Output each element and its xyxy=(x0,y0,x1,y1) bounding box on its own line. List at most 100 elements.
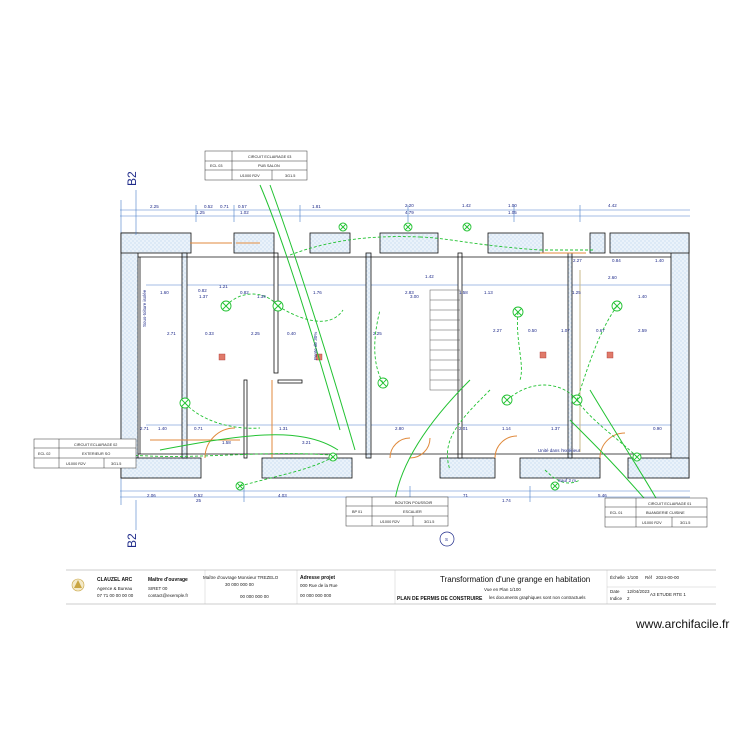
svg-text:2.25: 2.25 xyxy=(373,331,382,336)
svg-text:0.67: 0.67 xyxy=(596,328,605,333)
svg-text:Agence & Bureau: Agence & Bureau xyxy=(97,586,133,591)
doors xyxy=(150,242,626,459)
svg-text:0.50: 0.50 xyxy=(528,328,537,333)
svg-text:2.20: 2.20 xyxy=(405,203,414,208)
svg-text:PLAN DE PERMIS DE CONSTRUIRE: PLAN DE PERMIS DE CONSTRUIRE xyxy=(397,596,483,602)
svg-text:1.05: 1.05 xyxy=(508,210,517,215)
svg-text:1.25: 1.25 xyxy=(572,290,581,295)
svg-text:0.33: 0.33 xyxy=(205,331,214,336)
svg-text:Adresse projet: Adresse projet xyxy=(300,575,335,581)
svg-text:1.42: 1.42 xyxy=(462,203,471,208)
svg-text:BUANDERIE CUISINE: BUANDERIE CUISINE xyxy=(646,511,685,515)
svg-text:0.71: 0.71 xyxy=(194,426,203,431)
svg-text:1.76: 1.76 xyxy=(313,290,322,295)
svg-text:07 71 00 00 00 00: 07 71 00 00 00 00 xyxy=(97,593,134,598)
svg-text:U1000 R2V: U1000 R2V xyxy=(380,520,400,524)
svg-text:SIRET 00: SIRET 00 xyxy=(148,586,168,591)
svg-text:2.27: 2.27 xyxy=(493,328,502,333)
svg-text:2.60: 2.60 xyxy=(608,275,617,280)
svg-text:Vue en Plan 1/100: Vue en Plan 1/100 xyxy=(484,587,521,592)
svg-text:0.52: 0.52 xyxy=(194,493,203,498)
svg-text:1.14: 1.14 xyxy=(502,426,511,431)
section-mark-bottom: B2 xyxy=(125,533,139,548)
svg-text:ECL 02: ECL 02 xyxy=(38,452,51,456)
drawing-title: Transformation d'une grange en habitatio… xyxy=(440,575,590,584)
svg-text:1.40: 1.40 xyxy=(638,294,647,299)
svg-text:1.37: 1.37 xyxy=(551,426,560,431)
svg-text:0.57: 0.57 xyxy=(238,204,247,209)
svg-text:Indice: Indice xyxy=(610,596,623,601)
svg-text:2: 2 xyxy=(627,596,630,601)
svg-text:Maître d'ouvrage Monsieur TREZ: Maître d'ouvrage Monsieur TREZELO xyxy=(203,575,279,580)
section-marks: B2 B2 xyxy=(125,171,139,548)
svg-text:S: S xyxy=(445,537,448,542)
svg-text:ECL 01: ECL 01 xyxy=(610,511,623,515)
svg-text:2024-00-00: 2024-00-00 xyxy=(656,575,680,580)
svg-text:Échelle: Échelle xyxy=(610,574,625,580)
circuit-wiring xyxy=(129,236,638,487)
svg-text:71: 71 xyxy=(463,493,469,498)
svg-text:4.42: 4.42 xyxy=(608,203,617,208)
staircase xyxy=(429,289,461,391)
svg-text:1.58: 1.58 xyxy=(222,440,231,445)
svg-text:Unité dans l'extérieur: Unité dans l'extérieur xyxy=(538,448,581,453)
svg-text:1.02: 1.02 xyxy=(240,210,249,215)
svg-text:2.71: 2.71 xyxy=(140,426,149,431)
svg-text:30 000 000 00: 30 000 000 00 xyxy=(225,582,254,587)
svg-text:3G1.5: 3G1.5 xyxy=(285,174,295,178)
svg-text:CLAUZEL ARC: CLAUZEL ARC xyxy=(97,577,133,583)
svg-text:U1000 R2V: U1000 R2V xyxy=(642,521,662,525)
exterior-walls xyxy=(120,232,690,479)
svg-text:EXTERIEUR SO: EXTERIEUR SO xyxy=(82,452,110,456)
svg-text:PUB SALON: PUB SALON xyxy=(258,164,280,168)
svg-text:ECL 03: ECL 03 xyxy=(210,164,223,168)
svg-text:Réf: Réf xyxy=(645,575,653,580)
svg-text:0.40: 0.40 xyxy=(287,331,296,336)
svg-text:2.80: 2.80 xyxy=(395,426,404,431)
svg-text:1.07: 1.07 xyxy=(561,328,570,333)
svg-text:U1000 R2V: U1000 R2V xyxy=(240,174,260,178)
svg-text:1.40: 1.40 xyxy=(655,258,664,263)
svg-text:2.59: 2.59 xyxy=(638,328,647,333)
svg-text:1.25: 1.25 xyxy=(196,210,205,215)
firm-logo-icon xyxy=(71,578,85,592)
svg-text:1.81: 1.81 xyxy=(312,204,321,209)
svg-text:3.00: 3.00 xyxy=(410,294,419,299)
svg-text:Pente de 30%: Pente de 30% xyxy=(313,332,318,360)
svg-text:U1000 R2V: U1000 R2V xyxy=(66,462,86,466)
svg-text:Sauf 2 m: Sauf 2 m xyxy=(558,478,576,483)
svg-text:0.90: 0.90 xyxy=(653,426,662,431)
north-symbol: S xyxy=(439,531,455,547)
circuit-feeders xyxy=(159,184,661,506)
svg-text:contact@exemple.fr: contact@exemple.fr xyxy=(148,593,189,598)
watermark: www.archifacile.fr xyxy=(636,617,730,631)
interior-walls xyxy=(138,252,671,459)
svg-text:1.13: 1.13 xyxy=(484,290,493,295)
svg-text:2.71: 2.71 xyxy=(167,331,176,336)
svg-text:1.60: 1.60 xyxy=(160,290,169,295)
svg-text:Date: Date xyxy=(610,589,620,594)
circuit-box-ecl01: CIRCUIT ECLAIRAGE 01 ECL 01 BUANDERIE CU… xyxy=(604,497,708,528)
svg-text:00 000 000 00: 00 000 000 00 xyxy=(240,594,269,599)
section-mark-top: B2 xyxy=(125,171,139,186)
svg-text:000 Rue de la Rue: 000 Rue de la Rue xyxy=(300,583,338,588)
svg-text:BP 01: BP 01 xyxy=(352,510,362,514)
svg-text:2.25: 2.25 xyxy=(251,331,260,336)
svg-text:0.52: 0.52 xyxy=(204,204,213,209)
svg-text:1.21: 1.21 xyxy=(219,284,228,289)
svg-text:0.82: 0.82 xyxy=(198,288,207,293)
svg-text:00 000 000 000: 00 000 000 000 xyxy=(300,593,332,598)
svg-text:CIRCUIT ECLAIRAGE 02: CIRCUIT ECLAIRAGE 02 xyxy=(74,443,117,447)
circuit-box-ecl03: CIRCUIT ECLAIRAGE 03 ECL 03 PUB SALON U1… xyxy=(204,150,308,181)
svg-text:1.00: 1.00 xyxy=(508,203,517,208)
svg-text:1.74: 1.74 xyxy=(502,498,511,503)
svg-text:3G1.5: 3G1.5 xyxy=(680,521,690,525)
svg-text:1.58: 1.58 xyxy=(459,290,468,295)
svg-text:25: 25 xyxy=(196,498,202,503)
svg-text:1.31: 1.31 xyxy=(279,426,288,431)
svg-text:2.25: 2.25 xyxy=(150,204,159,209)
svg-text:A3 ETUDE RTE 1: A3 ETUDE RTE 1 xyxy=(650,592,686,597)
svg-text:4.03: 4.03 xyxy=(278,493,287,498)
svg-text:5.46: 5.46 xyxy=(598,493,607,498)
svg-text:0.71: 0.71 xyxy=(220,204,229,209)
